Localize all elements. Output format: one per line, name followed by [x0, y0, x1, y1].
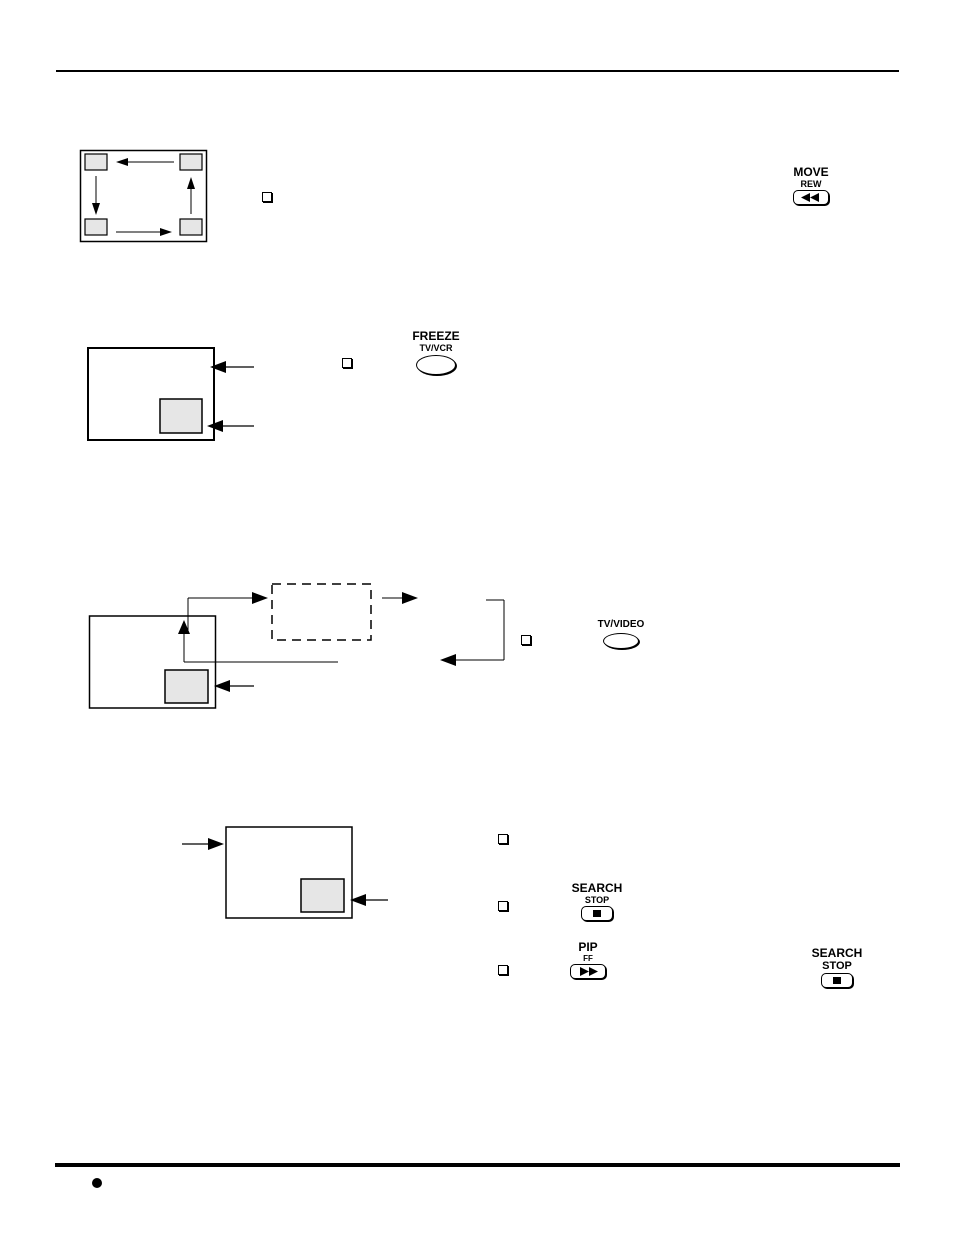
fast-forward-icon — [570, 964, 606, 979]
search-stop-button-2[interactable]: SEARCH STOP — [806, 947, 868, 988]
freeze-oval-icon — [416, 355, 456, 375]
rewind-icon — [793, 190, 829, 205]
search-stop-button[interactable]: SEARCH STOP — [566, 882, 628, 921]
footer-rule — [55, 1163, 900, 1167]
bullet-checkbox-icon — [498, 834, 508, 844]
move-button-sublabel: REW — [800, 179, 822, 189]
pip-ff-button[interactable]: PIP FF — [564, 941, 612, 979]
tv-video-button[interactable]: TV/VIDEO — [592, 619, 650, 649]
pip-button-label: PIP — [578, 940, 598, 954]
freeze-button-sublabel: TV/VCR — [419, 343, 453, 353]
stop-icon — [581, 906, 613, 921]
ff-button-sublabel: FF — [583, 954, 593, 963]
freeze-button-label: FREEZE — [412, 329, 460, 343]
pip-move-diagram — [79, 149, 208, 243]
stop-button-sublabel: STOP — [584, 895, 610, 905]
stop-icon — [821, 973, 853, 988]
tv-video-source-diagram — [88, 583, 505, 709]
search-button-label: SEARCH — [571, 881, 623, 895]
footer-bullet-icon — [92, 1178, 102, 1188]
tv-video-oval-icon — [603, 633, 639, 649]
move-button-label: MOVE — [793, 165, 829, 179]
bullet-checkbox-icon — [262, 192, 272, 202]
bullet-checkbox-icon — [498, 901, 508, 911]
bullet-checkbox-icon — [521, 635, 531, 645]
freeze-diagram — [87, 347, 254, 441]
stop-button-sublabel: STOP — [822, 960, 852, 972]
search-button-label: SEARCH — [811, 946, 863, 960]
freeze-button[interactable]: FREEZE TV/VCR — [406, 330, 466, 375]
header-rule — [56, 70, 899, 72]
move-button[interactable]: MOVE REW — [788, 166, 834, 205]
tv-video-button-label: TV/VIDEO — [597, 619, 645, 630]
bullet-checkbox-icon — [498, 965, 508, 975]
search-diagram — [182, 826, 388, 919]
bullet-checkbox-icon — [342, 358, 352, 368]
